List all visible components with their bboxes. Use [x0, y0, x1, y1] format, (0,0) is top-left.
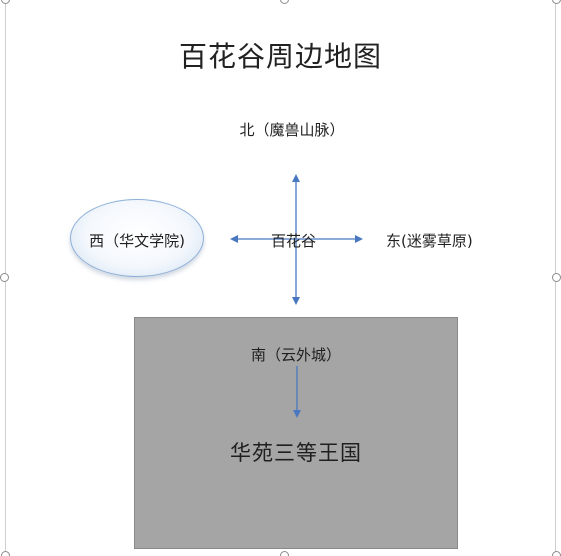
south-label: 南（云外城） [250, 346, 341, 364]
resize-handle-middle-left[interactable] [0, 273, 9, 282]
resize-handle-top-right[interactable] [552, 0, 561, 4]
resize-handle-bottom-center[interactable] [280, 551, 289, 556]
south-rectangle-shape[interactable] [134, 317, 458, 549]
resize-handle-middle-right[interactable] [552, 273, 561, 282]
resize-handle-bottom-left[interactable] [1, 551, 10, 556]
kingdom-label: 华苑三等王国 [230, 441, 362, 465]
map-title[interactable]: 百花谷周边地图 [178, 40, 382, 73]
west-label: 西（华文学院) [89, 232, 185, 250]
resize-handle-bottom-right[interactable] [552, 551, 561, 556]
north-label[interactable]: 北（魔兽山脉） [239, 121, 345, 139]
center-label[interactable]: 百花谷 [271, 232, 317, 250]
east-label[interactable]: 东(迷雾草原) [386, 232, 473, 250]
west-ellipse-shape[interactable] [70, 199, 204, 277]
